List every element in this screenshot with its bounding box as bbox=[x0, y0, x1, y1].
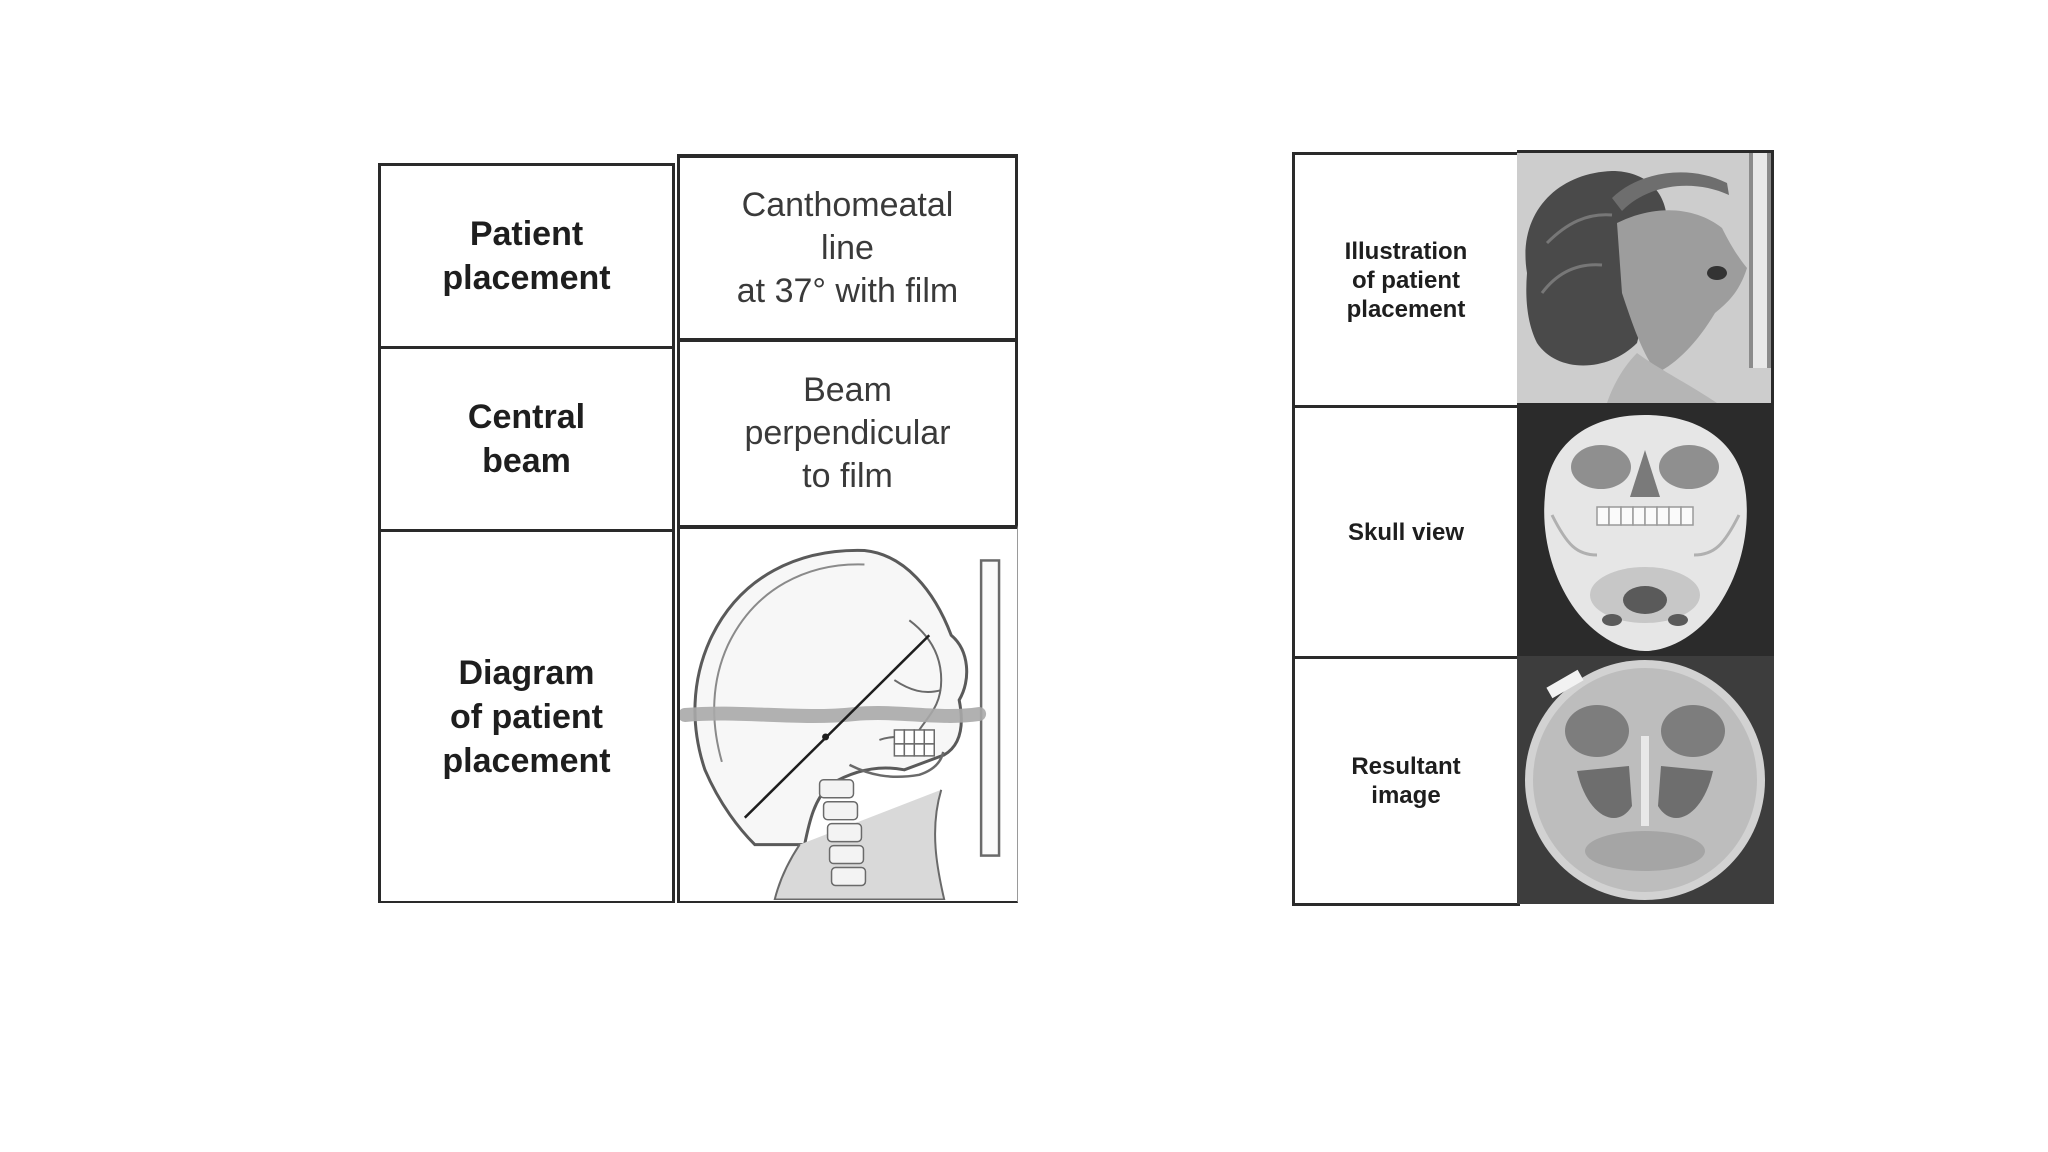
patient-placement-value: Canthomeatal line at 37° with film bbox=[736, 185, 959, 310]
illustration-label-cell: Illustration of patient placement bbox=[1292, 152, 1520, 408]
head-holder bbox=[1612, 172, 1729, 211]
skull-view-image bbox=[1517, 405, 1774, 657]
skull-view-label-cell: Skull view bbox=[1292, 405, 1520, 659]
resultant-image-label: Resultant image bbox=[1351, 753, 1461, 809]
skull-inner bbox=[713, 563, 865, 763]
skull-outline bbox=[693, 548, 969, 847]
canthomeatal-line bbox=[743, 634, 931, 819]
patient-photo-cell bbox=[1517, 150, 1774, 406]
diagram-image-cell bbox=[677, 525, 1018, 903]
film-cassette bbox=[979, 559, 1001, 857]
cervical-spine bbox=[818, 779, 867, 887]
resultant-image-cell bbox=[1517, 656, 1774, 904]
skull-view-label: Skull view bbox=[1347, 518, 1465, 546]
central-beam-band bbox=[680, 706, 987, 723]
patient-photo bbox=[1517, 153, 1771, 403]
resultant-xray bbox=[1517, 656, 1774, 904]
right-orbit bbox=[1659, 445, 1719, 489]
left-orbit bbox=[1571, 445, 1631, 489]
patient-face bbox=[1617, 210, 1747, 373]
central-beam-label: Central beam bbox=[467, 398, 586, 480]
diagram-label: Diagram of patient placement bbox=[442, 653, 611, 780]
beam-center-point bbox=[822, 733, 830, 741]
nasal-aperture bbox=[1630, 450, 1660, 497]
patient-placement-label-cell: Patient placement bbox=[378, 163, 675, 349]
central-beam-value: Beam perpendicular to film bbox=[744, 371, 951, 495]
diagram-label-cell: Diagram of patient placement bbox=[378, 529, 675, 903]
teeth bbox=[893, 729, 935, 757]
central-beam-value-cell: Beam perpendicular to film bbox=[677, 338, 1018, 528]
mandible bbox=[848, 751, 945, 778]
patient-placement-value-cell: Canthomeatal line at 37° with film bbox=[677, 154, 1018, 341]
skull-view-cell bbox=[1517, 405, 1774, 657]
resultant-image-label-cell: Resultant image bbox=[1292, 656, 1520, 906]
patient-placement-label: Patient placement bbox=[442, 215, 611, 297]
illustration-label: Illustration of patient placement bbox=[1344, 237, 1468, 323]
skull-teeth bbox=[1596, 506, 1694, 526]
patient-neck bbox=[1607, 353, 1717, 403]
central-beam-label-cell: Central beam bbox=[378, 346, 675, 532]
head-beam-diagram bbox=[680, 548, 1001, 900]
neck bbox=[773, 789, 946, 900]
